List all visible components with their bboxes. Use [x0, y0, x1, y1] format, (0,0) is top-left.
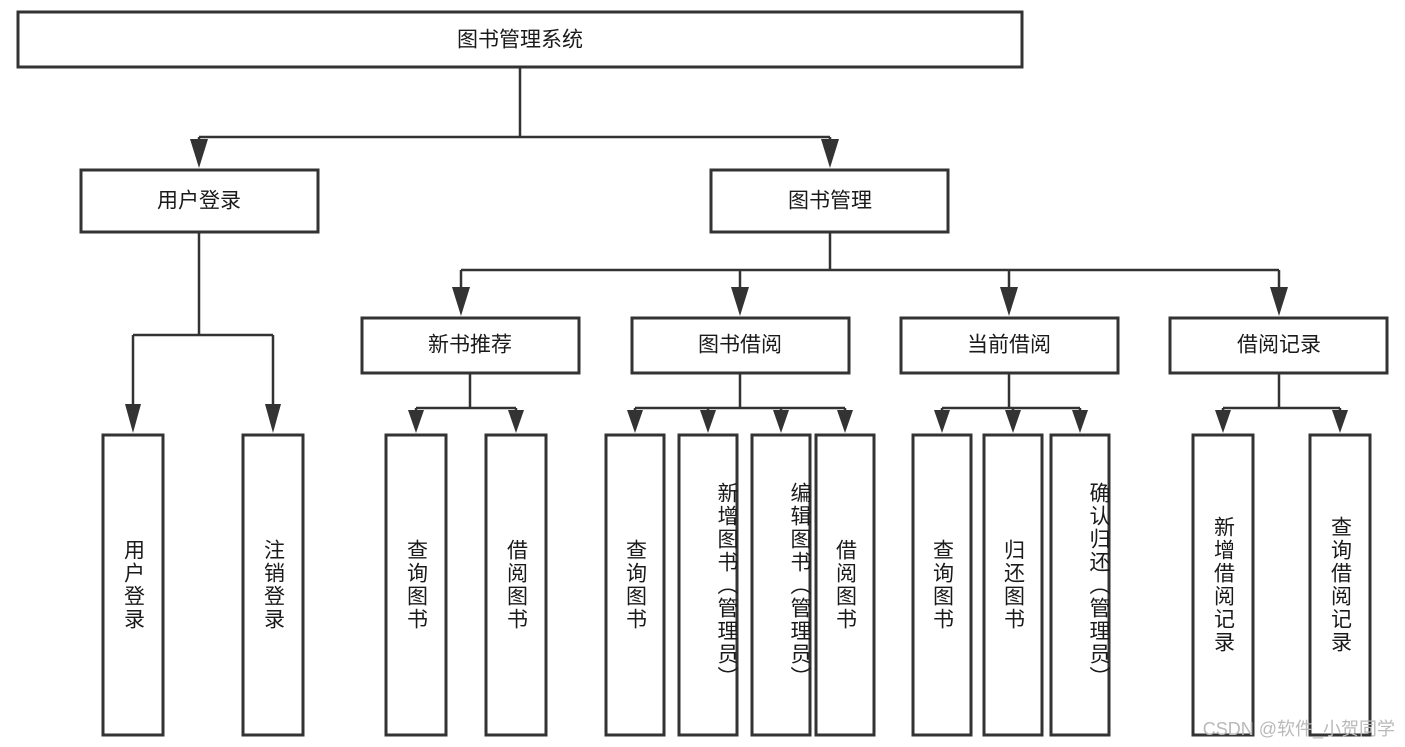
- node-leaf-logout-login-rect[interactable]: [241, 433, 305, 737]
- node-user-login[interactable]: 用户登录: [79, 168, 320, 234]
- node-leaf-confirm-return-admin-rect[interactable]: [1049, 433, 1111, 737]
- node-leaf-return-book-rect[interactable]: [982, 433, 1044, 737]
- arrow-head-current-borrow: [1000, 287, 1018, 316]
- node-leaf-query-book-recommend-rect[interactable]: [384, 433, 448, 737]
- node-book-manage-rect[interactable]: [709, 168, 950, 234]
- arrow-head-borrow-record: [1270, 287, 1288, 316]
- node-leaf-add-book-admin-rect[interactable]: [677, 433, 739, 737]
- node-leaf-borrow-book-recommend-rect[interactable]: [484, 433, 548, 737]
- arrow-head-leaf-query-book-recommend: [408, 410, 424, 433]
- arrow-head-new-book-recommend: [452, 287, 470, 316]
- node-new-book-recommend[interactable]: 新书推荐: [360, 316, 581, 375]
- node-new-book-recommend-label: 新书推荐: [428, 334, 512, 357]
- node-current-borrow-rect[interactable]: [899, 316, 1120, 375]
- node-book-borrow[interactable]: 图书借阅: [630, 316, 851, 375]
- arrow-head-leaf-borrow-book: [837, 410, 853, 433]
- arrow-head-leaf-borrow-book-recommend: [508, 410, 524, 433]
- node-book-borrow-label: 图书借阅: [698, 334, 782, 357]
- connector-group-current-borrow: [934, 373, 1088, 433]
- node-borrow-record-label: 借阅记录: [1237, 334, 1321, 357]
- connector-group-book-manage: [452, 232, 1288, 316]
- connector-group-user-login: [125, 232, 281, 433]
- node-book-manage[interactable]: 图书管理: [709, 168, 950, 234]
- arrow-head-leaf-edit-book-admin: [773, 410, 789, 433]
- node-root-label: 图书管理系统: [457, 29, 583, 52]
- arrow-head-user-login: [190, 139, 208, 168]
- node-leaf-borrow-book-rect[interactable]: [814, 433, 876, 737]
- node-borrow-record[interactable]: 借阅记录: [1168, 316, 1389, 375]
- node-current-borrow[interactable]: 当前借阅: [899, 316, 1120, 375]
- arrow-head-leaf-query-book-borrow: [627, 410, 643, 433]
- node-root-rect[interactable]: [16, 10, 1024, 69]
- node-leaf-user-login-rect[interactable]: [101, 433, 165, 737]
- node-leaf-query-book-current-rect[interactable]: [911, 433, 973, 737]
- arrow-head-leaf-add-book-admin: [700, 410, 716, 433]
- connector-group-borrow-record: [1215, 373, 1348, 433]
- node-leaf-query-borrow-record-rect[interactable]: [1308, 433, 1372, 737]
- arrow-head-leaf-add-borrow-record: [1215, 410, 1231, 433]
- connector-group-book-borrow: [627, 373, 853, 433]
- connector-group-root: [190, 67, 839, 168]
- arrow-head-leaf-query-book-current: [934, 410, 950, 433]
- node-leaf-edit-book-admin-rect[interactable]: [750, 433, 812, 737]
- node-user-login-label: 用户登录: [157, 190, 241, 213]
- arrow-head-leaf-logout-login: [265, 404, 281, 433]
- node-borrow-record-rect[interactable]: [1168, 316, 1389, 375]
- arrow-head-book-manage: [821, 139, 839, 168]
- arrow-head-leaf-query-borrow-record: [1332, 410, 1348, 433]
- node-leaf-query-book-borrow-rect[interactable]: [604, 433, 666, 737]
- node-new-book-recommend-rect[interactable]: [360, 316, 581, 375]
- node-root[interactable]: 图书管理系统: [16, 10, 1024, 69]
- node-current-borrow-label: 当前借阅: [967, 334, 1051, 357]
- arrow-head-leaf-user-login: [125, 404, 141, 433]
- node-book-borrow-rect[interactable]: [630, 316, 851, 375]
- arrow-head-leaf-confirm-return-admin: [1072, 410, 1088, 433]
- node-user-login-rect[interactable]: [79, 168, 320, 234]
- node-book-manage-label: 图书管理: [788, 190, 872, 213]
- arrow-head-book-borrow: [731, 287, 749, 316]
- watermark-text: CSDN @软件_小贺同学: [1202, 719, 1395, 739]
- arrow-head-leaf-return-book: [1005, 410, 1021, 433]
- connector-group-new-book-recommend: [408, 373, 524, 433]
- node-leaf-add-borrow-record-rect[interactable]: [1191, 433, 1255, 737]
